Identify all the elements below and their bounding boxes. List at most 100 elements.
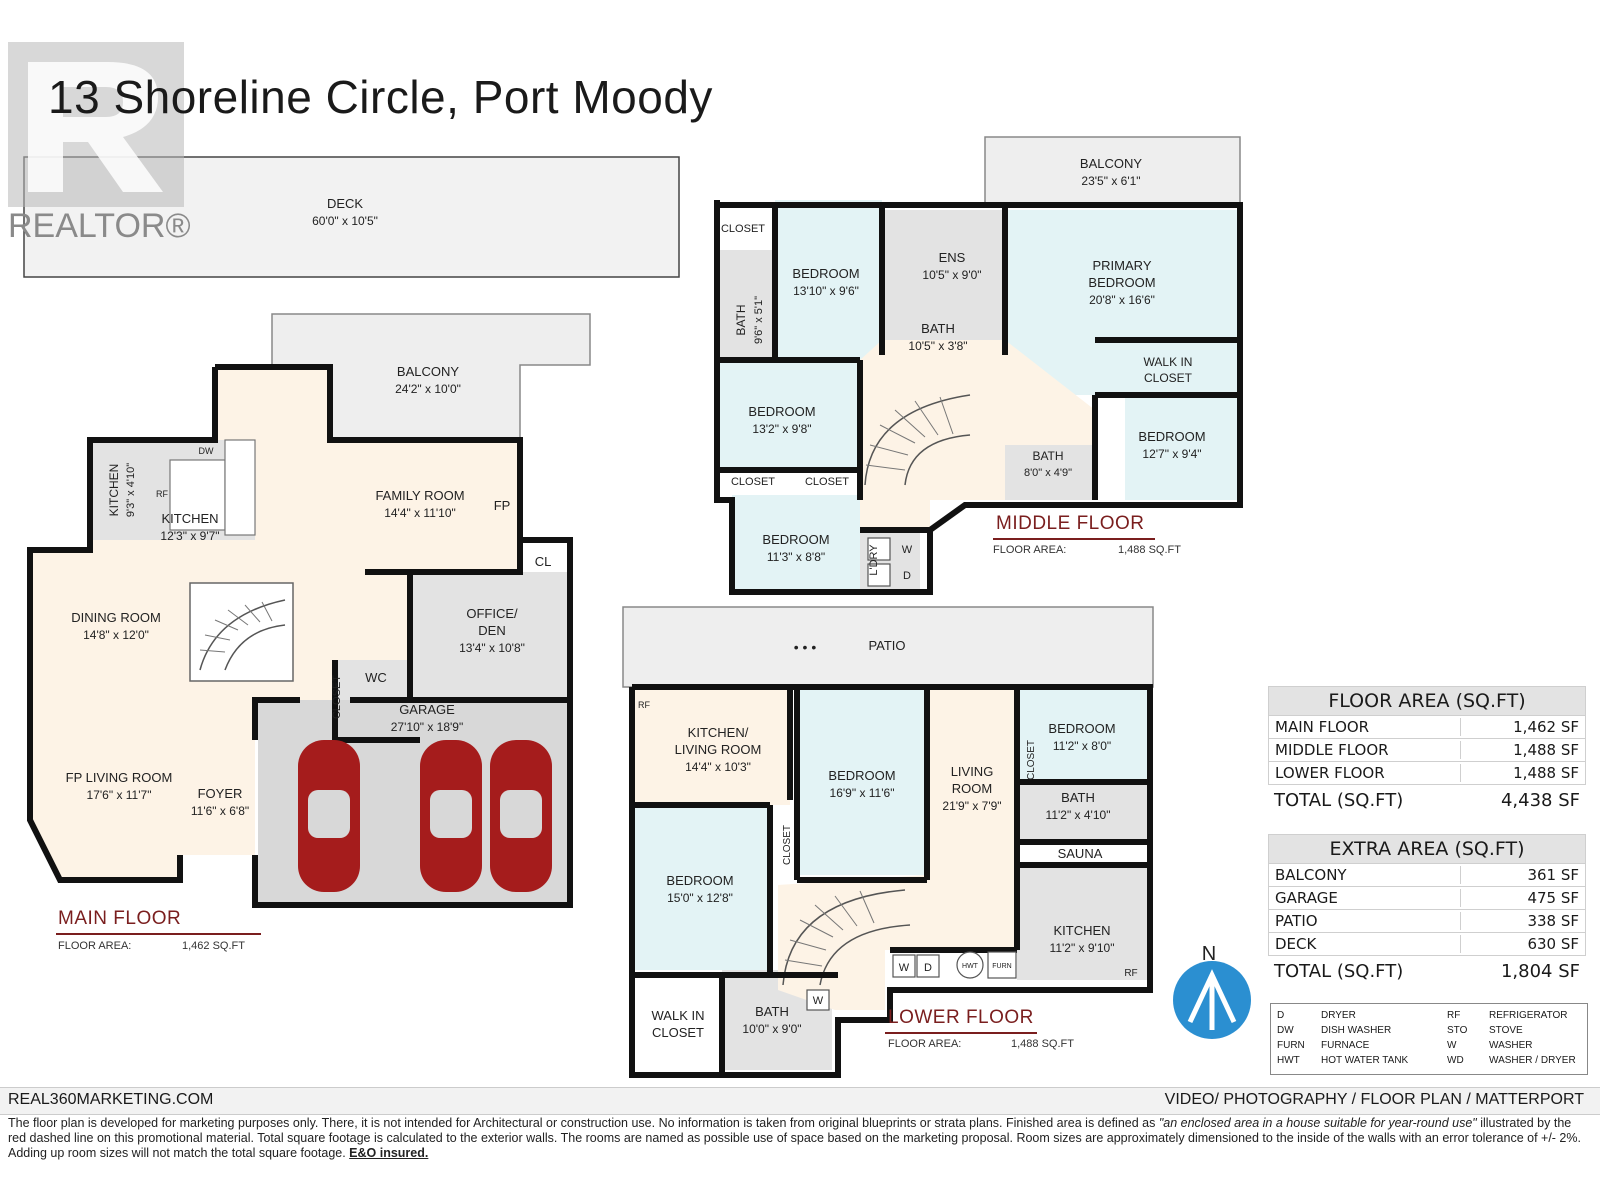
dim-garage: 27'10" x 18'9"	[391, 720, 464, 734]
label-kitchen-living-2: LIVING ROOM	[675, 742, 762, 757]
label-w-mid: W	[902, 544, 913, 556]
label-fp-family: FP	[494, 498, 511, 513]
label-rf-main: RF	[156, 489, 168, 499]
label-bedroom-low3: BEDROOM	[666, 873, 733, 888]
room-labels: DECK 60'0" x 10'5" BALCONY 24'2" x 10'0"…	[66, 156, 1217, 1040]
disclaimer-text: The floor plan is developed for marketin…	[8, 1116, 1581, 1160]
legend-meaning: WASHER / DRYER	[1489, 1055, 1576, 1066]
legend-code: FURN	[1277, 1040, 1305, 1051]
dim-office: 13'4" x 10'8"	[459, 641, 525, 655]
label-family-room: FAMILY ROOM	[375, 488, 464, 503]
floor-area-header: FLOOR AREA (SQ.FT)	[1268, 686, 1586, 716]
dim-bedroom-low1: 16'9" x 11'6"	[830, 786, 895, 800]
label-furn: FURN	[992, 963, 1011, 970]
legend-meaning: HOT WATER TANK	[1321, 1055, 1409, 1066]
label-w-lower2: W	[813, 995, 824, 1007]
legend-meaning: WASHER	[1489, 1040, 1533, 1051]
middle-floor-area-value: 1,488 SQ.FT	[1118, 544, 1181, 556]
label-w-lower: W	[899, 962, 910, 974]
label-kitchen: KITCHEN	[161, 511, 218, 526]
label-closet-low1: CLOSET	[1026, 740, 1037, 780]
label-bath-mid-center: BATH	[921, 321, 955, 336]
middle-floor-underline	[993, 538, 1155, 540]
footer-bar	[0, 1087, 1600, 1115]
label-ldry: L'DRY	[868, 544, 880, 576]
lower-floor-underline	[885, 1032, 1037, 1034]
dim-living-room: 17'6" x 11'7"	[87, 788, 152, 802]
office-area	[410, 572, 570, 697]
label-ens: ENS	[939, 250, 966, 265]
dim-kitchen-small: 9'3" x 4'10"	[125, 463, 137, 517]
dim-bath-mid-side: 9'6" x 5'1"	[753, 296, 765, 344]
main-floor-plan	[23, 156, 680, 908]
label-d-mid: D	[903, 570, 911, 582]
label-hwt: HWT	[962, 963, 979, 970]
legend-code: RF	[1447, 1010, 1461, 1021]
dim-bedroom-mid4: 11'3" x 8'8"	[767, 550, 825, 564]
label-bath-low1: BATH	[1061, 790, 1095, 805]
lower-floor-header: LOWER FLOOR	[888, 1007, 1034, 1028]
dim-kitchen-living: 14'4" x 10'3"	[685, 760, 751, 774]
main-stair	[189, 582, 294, 682]
dim-kitchen-low: 11'2" x 9'10"	[1050, 941, 1115, 955]
legend-meaning: FURNACE	[1321, 1040, 1370, 1051]
realtor-logo-text: REALTOR®	[8, 207, 191, 245]
dim-ens: 10'5" x 9'0"	[922, 268, 981, 282]
compass	[1173, 961, 1251, 1039]
label-dw: DW	[199, 446, 214, 456]
footer-services: VIDEO/ PHOTOGRAPHY / FLOOR PLAN / MATTER…	[1164, 1091, 1584, 1108]
main-floor-area-value: 1,462 SQ.FT	[182, 940, 245, 952]
realtor-logo	[8, 42, 184, 207]
label-walkin-mid-closet: CLOSET	[1144, 371, 1193, 385]
legend-meaning: STOVE	[1489, 1025, 1523, 1036]
label-closet-mid1: CLOSET	[721, 223, 765, 235]
legend-meaning: REFRIGERATOR	[1489, 1010, 1568, 1021]
label-closet-mid3: CLOSET	[805, 476, 849, 488]
label-living-room: FP LIVING ROOM	[66, 770, 173, 785]
dim-foyer: 11'6" x 6'8"	[191, 804, 249, 818]
label-foyer: FOYER	[198, 786, 243, 801]
label-living-low-room: ROOM	[952, 781, 992, 796]
dim-dining-room: 14'8" x 12'0"	[83, 628, 149, 642]
label-deck: DECK	[327, 196, 363, 211]
label-walkin-mid: WALK IN	[1144, 355, 1193, 369]
dim-bedroom-mid1: 13'10" x 9'6"	[793, 284, 859, 298]
label-closet-low2: CLOSET	[782, 825, 793, 865]
dim-bedroom-mid2: 13'2" x 9'8"	[752, 422, 811, 436]
label-living-low: LIVING	[951, 764, 994, 779]
balcony-mid	[984, 136, 1241, 208]
label-closet-main: CLOSET	[331, 675, 343, 719]
label-office: OFFICE/	[466, 606, 518, 621]
lower-floor-area-value: 1,488 SQ.FT	[1011, 1038, 1074, 1050]
legend-meaning: DRYER	[1321, 1010, 1356, 1021]
label-bedroom-mid3: BEDROOM	[1138, 429, 1205, 444]
middle-floor-header: MIDDLE FLOOR	[996, 513, 1145, 534]
label-primary: PRIMARY	[1093, 258, 1152, 273]
dim-bath-mid-small: 8'0" x 4'9"	[1024, 467, 1072, 479]
label-wc: WC	[365, 670, 387, 685]
page-title: 13 Shoreline Circle, Port Moody	[48, 71, 713, 123]
label-rf-lower2: RF	[1124, 968, 1137, 979]
garage-cars	[298, 740, 552, 892]
dim-deck: 60'0" x 10'5"	[312, 214, 378, 228]
label-rf-lower: RF	[638, 700, 650, 710]
label-bedroom-mid2: BEDROOM	[748, 404, 815, 419]
label-balcony-main: BALCONY	[397, 364, 459, 379]
label-bath-mid-small: BATH	[1032, 449, 1063, 463]
label-kitchen-living: KITCHEN/	[688, 725, 749, 740]
dim-bath-low1: 11'2" x 4'10"	[1046, 808, 1111, 822]
dim-bedroom-mid3: 12'7" x 9'4"	[1142, 447, 1201, 461]
abbreviation-legend: D DRYER RF REFRIGERATOR DW DISH WASHER S…	[1270, 1003, 1588, 1075]
dim-bedroom-low2: 11'2" x 8'0"	[1053, 739, 1111, 753]
label-walkin-low: WALK IN	[652, 1008, 705, 1023]
label-kitchen-small: KITCHEN	[107, 464, 121, 517]
legend-code: W	[1447, 1040, 1457, 1051]
legend-code: WD	[1447, 1055, 1464, 1066]
